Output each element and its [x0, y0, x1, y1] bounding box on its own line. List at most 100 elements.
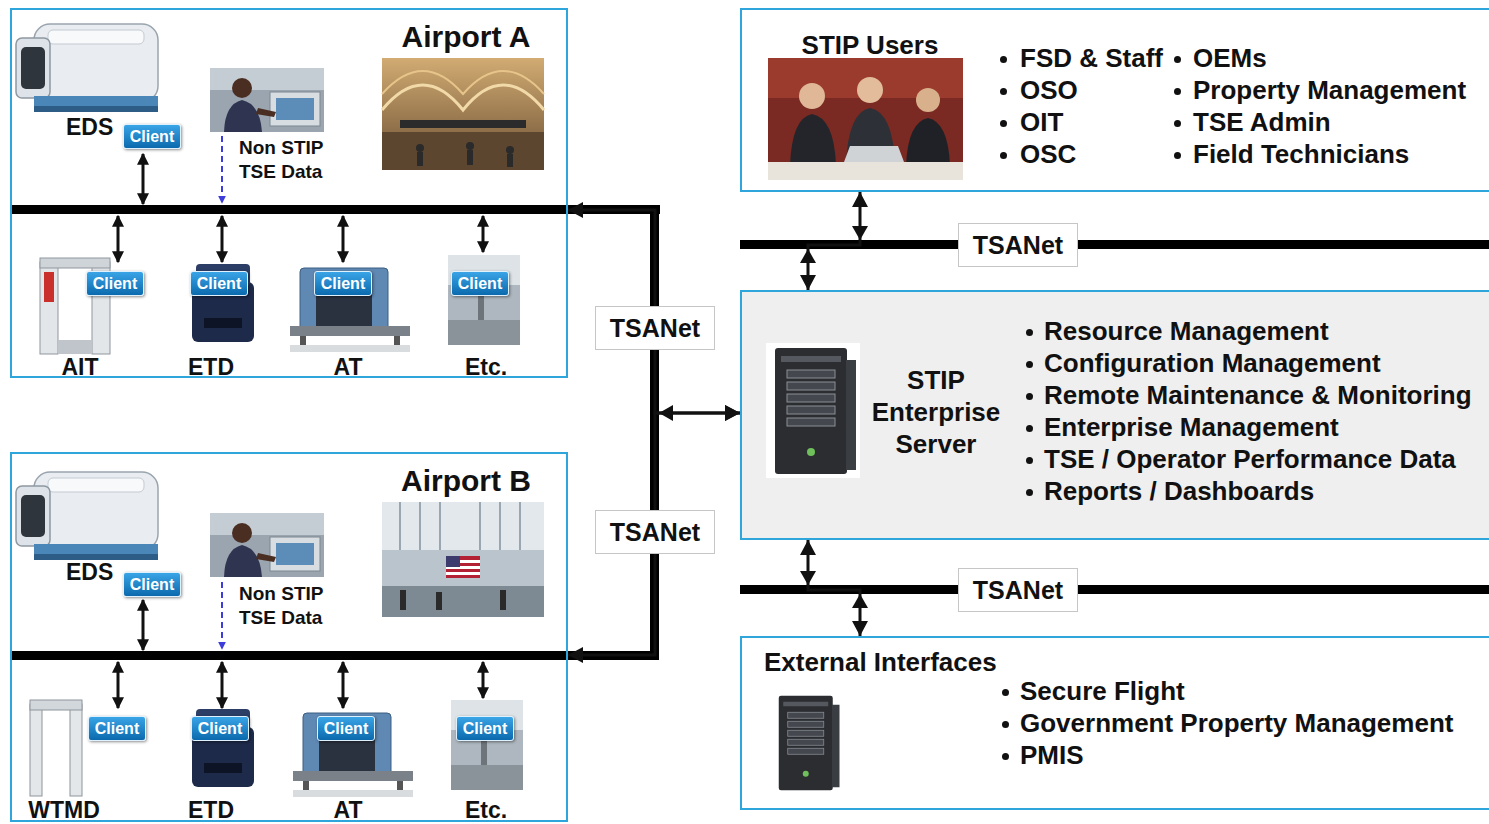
walk-through-metal-detector	[30, 700, 82, 710]
officer-photo	[210, 68, 324, 132]
arrow-head	[568, 647, 583, 663]
airport-terminal-photo	[382, 502, 544, 617]
data-note: Non STIP TSE Data	[239, 136, 335, 184]
bullet-dot	[1000, 120, 1007, 127]
server-icon	[846, 360, 856, 470]
airport-terminal-photo	[436, 592, 442, 610]
server-icon	[766, 343, 860, 478]
checkpoint-photo	[448, 255, 520, 345]
users-meeting-photo	[768, 58, 963, 180]
airport-terminal-photo	[382, 132, 544, 170]
airport-terminal-photo	[382, 58, 544, 170]
user-role: FSD & Staff	[1020, 44, 1163, 74]
airport-terminal-photo	[446, 572, 480, 575]
eds-scanner	[16, 38, 50, 98]
officer-photo	[276, 98, 314, 120]
client-label: Client	[95, 720, 139, 738]
network-label: TSANet	[958, 223, 1078, 267]
ait-scanner	[40, 258, 110, 268]
user-role: OIT	[1020, 108, 1063, 138]
bullet-dot	[1026, 393, 1033, 400]
group-heading: External Interfaces	[764, 648, 997, 678]
bullet-dot	[1026, 361, 1033, 368]
airport-terminal-photo	[382, 58, 544, 170]
x-ray-scanner	[300, 336, 306, 346]
airport-terminal-photo	[382, 71, 544, 94]
users-meeting-photo	[916, 88, 940, 112]
etd-device	[192, 709, 254, 787]
x-ray-scanner	[293, 713, 413, 797]
client-badge: Client	[456, 716, 514, 741]
client-label: Client	[324, 720, 368, 738]
eds-scanner	[16, 472, 158, 560]
users-meeting-photo	[790, 114, 836, 165]
server-function: Configuration Management	[1044, 349, 1381, 379]
server-icon	[766, 343, 860, 478]
users-meeting-photo	[906, 118, 950, 165]
airport-terminal-photo	[400, 590, 406, 610]
user-role: OSO	[1020, 76, 1078, 106]
network-bus	[10, 651, 659, 660]
client-badge: Client	[190, 271, 248, 296]
checkpoint-photo	[448, 255, 520, 345]
device-link-arrow	[118, 154, 483, 708]
group-heading: STIP Users	[802, 31, 939, 61]
server-icon	[772, 692, 843, 793]
network-link	[568, 202, 740, 421]
client-label: Client	[321, 275, 365, 293]
ait-scanner	[58, 340, 92, 354]
officer-photo	[224, 100, 262, 132]
users-meeting-photo	[799, 83, 825, 109]
airport-terminal-photo	[466, 142, 474, 150]
server-icon	[787, 406, 835, 414]
network-link	[800, 192, 868, 290]
server-icon	[775, 348, 847, 474]
users-meeting-photo	[844, 146, 904, 162]
device-link-arrow	[117, 216, 120, 262]
bullet-dot	[1174, 120, 1181, 127]
eds-scanner	[34, 106, 158, 112]
airport-terminal-photo	[500, 590, 506, 610]
bullet-dot	[1174, 88, 1181, 95]
airport-terminal-photo	[446, 556, 480, 578]
non-stip-data-arrow	[221, 582, 223, 649]
device-name: Etc.	[465, 800, 507, 820]
users-meeting-photo	[768, 58, 963, 180]
x-ray-scanner	[394, 336, 400, 346]
non-stip-data-arrow	[221, 136, 223, 203]
eds-scanner	[48, 30, 144, 44]
server-function: Resource Management	[1044, 317, 1329, 347]
x-ray-scanner	[290, 326, 410, 336]
user-role: OSC	[1020, 140, 1076, 170]
airport-terminal-photo	[382, 586, 544, 617]
bullet-dot	[1174, 152, 1181, 159]
airport-box: Airport BClientClientClientClientClient	[10, 452, 568, 822]
bullet-dot	[1026, 425, 1033, 432]
arrow-head	[852, 621, 868, 636]
server-icon	[781, 356, 841, 362]
officer-photo	[270, 92, 320, 126]
airport-terminal-photo	[506, 146, 514, 154]
connector-line	[568, 210, 740, 413]
bullet-dot	[1026, 329, 1033, 336]
etd-device	[204, 318, 242, 328]
external-system: PMIS	[1020, 741, 1084, 771]
airport-terminal-photo	[382, 502, 544, 617]
bullet-dot	[1002, 753, 1009, 760]
bullet-dot	[1174, 56, 1181, 63]
server-function: Enterprise Management	[1044, 413, 1339, 443]
device-name: AIT	[61, 357, 98, 377]
network-label: TSANet	[595, 306, 715, 350]
client-badge: Client	[86, 271, 144, 296]
client-label: Client	[198, 720, 242, 738]
non-stip-data-arrow	[221, 136, 223, 649]
officer-photo	[210, 68, 324, 90]
external-system: Government Property Management	[1020, 709, 1453, 739]
user-role: Field Technicians	[1193, 140, 1409, 170]
airport-terminal-photo	[507, 154, 513, 167]
client-label: Client	[130, 128, 174, 146]
device-link-arrow	[482, 216, 485, 252]
device-name: AT	[334, 800, 363, 820]
network-link	[568, 405, 740, 663]
client-label: Client	[197, 275, 241, 293]
